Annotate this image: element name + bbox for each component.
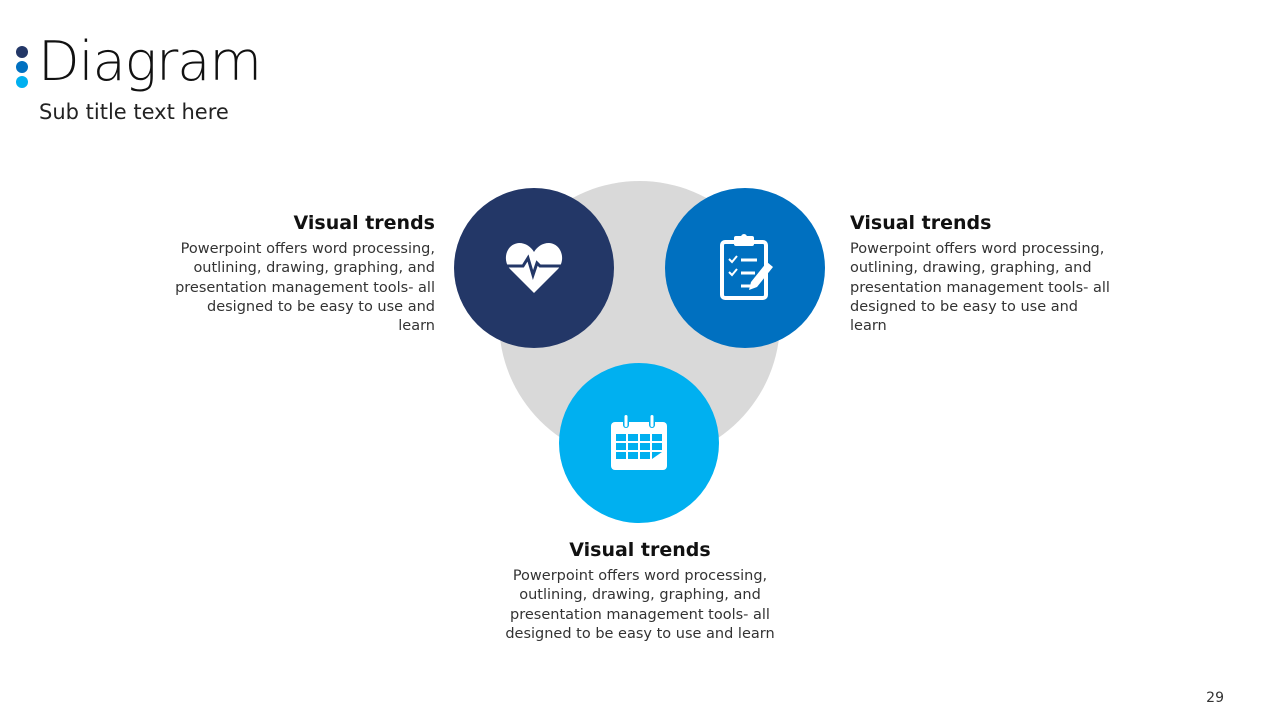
item-title: Visual trends (293, 212, 435, 234)
title-dot-dark (16, 46, 28, 58)
item-title: Visual trends (569, 539, 711, 561)
item-title: Visual trends (850, 212, 992, 234)
item-text: Powerpoint offers word processing, outli… (175, 241, 435, 335)
item-text: Powerpoint offers word processing, outli… (505, 568, 775, 642)
circle-checklist (665, 188, 825, 348)
clipboard-checklist-icon (720, 234, 773, 300)
title-dot-mid (16, 61, 28, 73)
item-block-bottom: Visual trends Powerpoint offers word pro… (500, 539, 780, 644)
calendar-icon (611, 414, 667, 470)
item-text: Powerpoint offers word processing, outli… (850, 241, 1110, 335)
heart-pulse-icon (505, 243, 563, 293)
title-dot-light (16, 76, 28, 88)
page-title: Diagram (38, 30, 262, 93)
circle-health (454, 188, 614, 348)
page-number: 29 (1206, 690, 1224, 706)
item-block-left: Visual trends Powerpoint offers word pro… (175, 212, 435, 336)
circle-calendar (559, 363, 719, 523)
item-block-right: Visual trends Powerpoint offers word pro… (850, 212, 1110, 336)
page-subtitle: Sub title text here (39, 100, 229, 124)
